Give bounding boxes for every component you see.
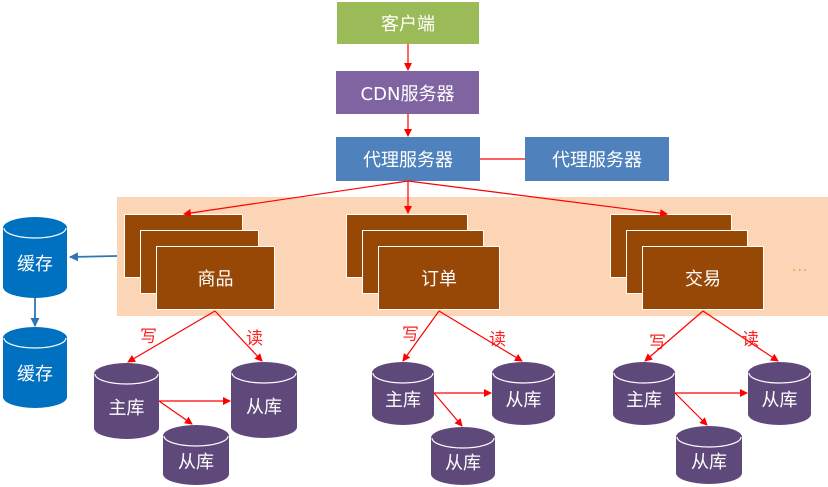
db-master-goods: 主库 xyxy=(94,363,159,439)
read-label-order: 读 xyxy=(489,330,506,350)
cdn-server-node: CDN服务器 xyxy=(336,71,479,114)
proxy-server-label: 代理服务器 xyxy=(363,150,453,171)
cylinder-shape xyxy=(3,327,67,408)
cache-primary-label: 缓存 xyxy=(17,254,53,275)
read-label-goods: 读 xyxy=(246,329,263,349)
db-master-goods-label: 主库 xyxy=(108,397,145,419)
cache-primary: 缓存 xyxy=(3,217,67,298)
cylinder-shape xyxy=(372,362,434,425)
read-label-trade: 读 xyxy=(742,330,759,350)
proxy-server-node: 代理服务器 xyxy=(336,137,480,181)
db-master-order-label: 主库 xyxy=(385,390,421,411)
db-master-trade: 主库 xyxy=(613,362,675,425)
cylinder-shape xyxy=(3,217,67,298)
db-slave-sync-goods-label: 从库 xyxy=(178,451,214,473)
service-goods-label: 商品 xyxy=(197,269,234,290)
cylinder-shape xyxy=(431,427,495,485)
cdn-server-label: CDN服务器 xyxy=(360,83,455,105)
service-order-label: 订单 xyxy=(421,269,457,290)
db-slave-sync-trade-label: 从库 xyxy=(691,451,727,473)
cylinder-shape xyxy=(163,425,229,485)
db-slave-sync-order: 从库 xyxy=(431,427,495,485)
arrow-goods-master-to-sync xyxy=(158,400,193,425)
cylinder-shape xyxy=(94,363,159,439)
client-label: 客户端 xyxy=(381,14,435,35)
db-slave-read-order-label: 从库 xyxy=(505,390,542,411)
cylinder-shape xyxy=(492,362,555,425)
db-slave-sync-trade: 从库 xyxy=(676,426,742,484)
db-slave-sync-order-label: 从库 xyxy=(445,452,481,474)
cache-secondary-label: 缓存 xyxy=(17,364,53,385)
db-master-order: 主库 xyxy=(372,362,434,425)
db-slave-sync-goods: 从库 xyxy=(163,425,229,485)
write-label-order: 写 xyxy=(402,325,419,345)
arrow-order-read xyxy=(438,310,523,362)
service-order: 订单 xyxy=(378,246,500,310)
db-slave-read-trade: 从库 xyxy=(748,362,811,425)
arrow-trade-master-to-sync xyxy=(674,392,708,426)
arrow-trade-read xyxy=(702,310,779,362)
db-master-trade-label: 主库 xyxy=(626,390,662,411)
write-label-trade: 写 xyxy=(649,333,666,353)
proxy-server-peer-node: 代理服务器 xyxy=(525,137,669,181)
cache-secondary: 缓存 xyxy=(3,327,67,408)
cylinder-shape xyxy=(748,362,811,425)
service-goods: 商品 xyxy=(156,246,275,310)
db-slave-read-order: 从库 xyxy=(492,362,555,425)
db-slave-read-trade-label: 从库 xyxy=(761,390,798,411)
cylinder-shape xyxy=(613,362,675,425)
more-services-indicator: ... xyxy=(792,259,809,275)
write-label-goods: 写 xyxy=(140,327,157,347)
arrow-service-to-cache xyxy=(69,252,118,262)
cylinder-shape xyxy=(676,426,742,484)
service-trade-label: 交易 xyxy=(685,269,721,290)
arrow-order-master-to-sync xyxy=(433,392,463,427)
client-node: 客户端 xyxy=(337,2,479,44)
service-trade: 交易 xyxy=(642,246,764,310)
db-slave-read-goods: 从库 xyxy=(231,362,297,438)
proxy-server-peer-label: 代理服务器 xyxy=(552,150,642,171)
db-slave-read-goods-label: 从库 xyxy=(246,396,282,418)
cylinder-shape xyxy=(231,362,297,438)
